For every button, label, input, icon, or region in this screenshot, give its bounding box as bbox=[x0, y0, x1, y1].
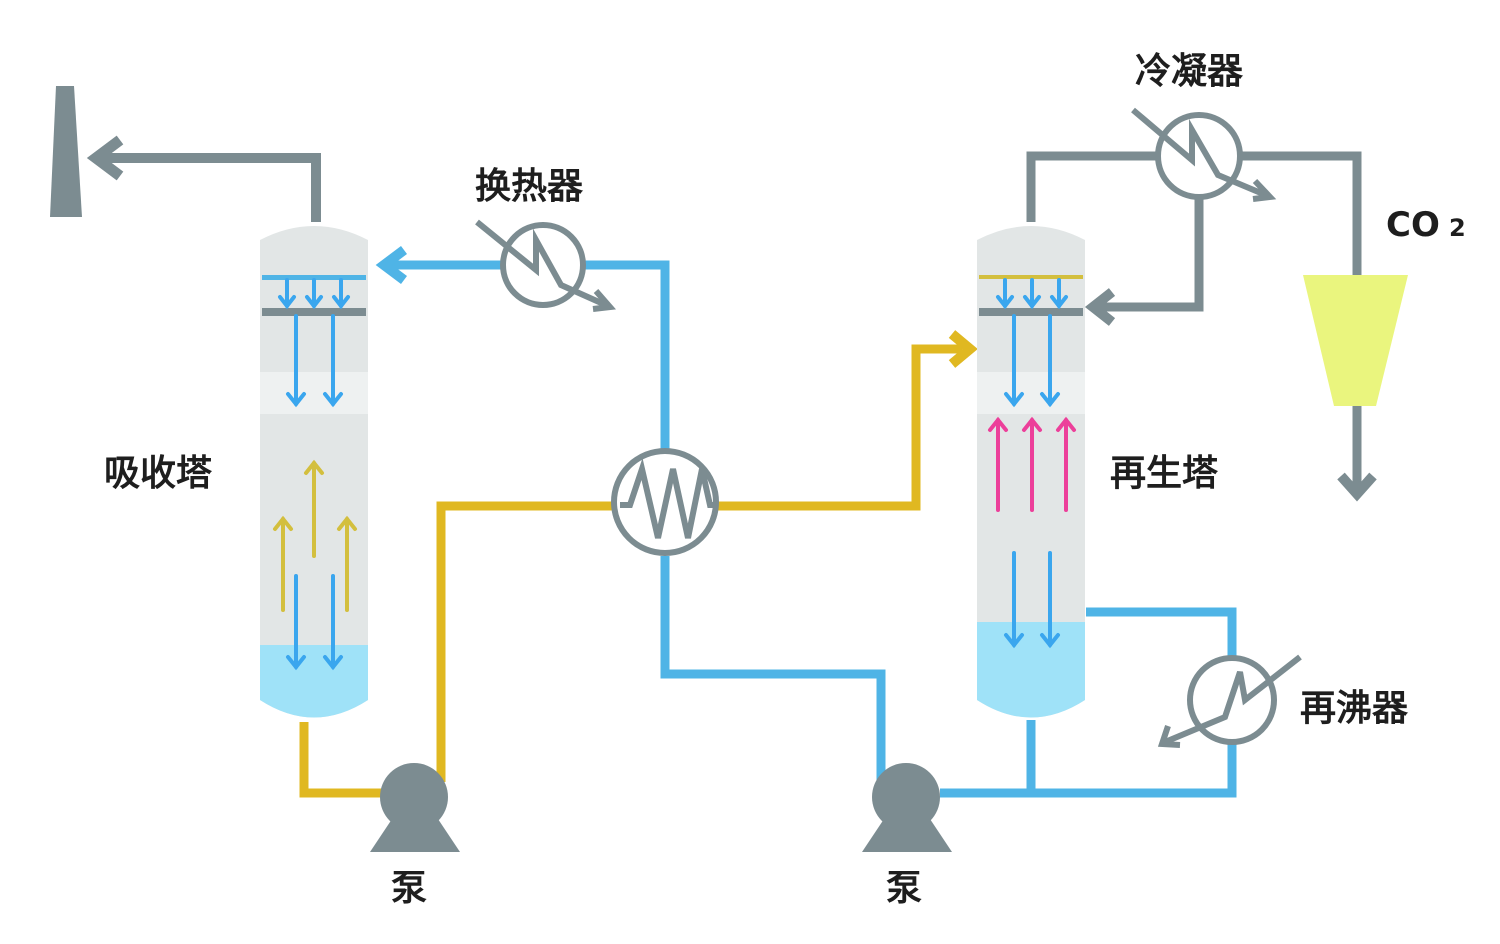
co2-product-pipe bbox=[1240, 151, 1362, 278]
rich-solvent-pipe-in bbox=[436, 501, 612, 782]
heat-exchanger bbox=[475, 219, 617, 312]
absorber-bottom-pipe bbox=[299, 722, 400, 798]
rich-solvent-arrow-head bbox=[948, 330, 978, 368]
lean-rich-heat-exchanger bbox=[611, 448, 719, 556]
pump-left bbox=[370, 763, 460, 852]
reflux-arrow-head bbox=[1084, 288, 1116, 326]
regenerator-steam-up-arrows bbox=[988, 416, 1076, 512]
co2-separator bbox=[1303, 275, 1408, 406]
reboiler-label: 再沸器 bbox=[1300, 688, 1409, 729]
condenser bbox=[1131, 107, 1277, 202]
lean-solvent-pipe-absorber bbox=[390, 260, 670, 452]
pump-left-label: 泵 bbox=[391, 868, 427, 909]
regenerator-distributor bbox=[979, 275, 1083, 279]
co2-label-subscript: 2 bbox=[1449, 214, 1466, 242]
rich-solvent-pipe-out bbox=[718, 344, 962, 511]
co2-label: CO bbox=[1386, 205, 1440, 245]
lean-solvent-arrow-head bbox=[375, 246, 407, 284]
vent-arrow-head bbox=[86, 135, 124, 181]
pump-right-label: 泵 bbox=[886, 868, 922, 909]
regenerator-tower bbox=[977, 226, 1085, 718]
lean-solvent-pipe-from-regenerator bbox=[660, 556, 886, 780]
reboiler bbox=[1157, 654, 1302, 748]
absorber-spray-arrows bbox=[278, 278, 350, 310]
reflux-pipe bbox=[1098, 196, 1204, 312]
pump-right bbox=[862, 763, 952, 852]
regenerator-label: 再生塔 bbox=[1110, 453, 1219, 494]
absorber-liquid-down-arrows bbox=[286, 314, 343, 671]
regenerator-overhead-pipe bbox=[1026, 151, 1158, 222]
smoke-stack bbox=[50, 86, 82, 217]
absorber-tray bbox=[262, 308, 366, 316]
absorber-distributor bbox=[262, 275, 366, 280]
absorber-label: 吸收塔 bbox=[104, 453, 213, 494]
co2-outlet-arrow-head bbox=[1337, 472, 1377, 502]
absorber-vent-pipe bbox=[100, 153, 321, 222]
heat-exchanger-label: 换热器 bbox=[475, 166, 584, 207]
absorber-tower bbox=[260, 226, 368, 718]
regenerator-spray-arrows bbox=[996, 278, 1068, 310]
regenerator-tray bbox=[979, 308, 1083, 316]
condenser-label: 冷凝器 bbox=[1135, 51, 1244, 92]
absorber-gas-up-arrows bbox=[273, 459, 357, 612]
regenerator-liquid-down-arrows bbox=[1004, 314, 1060, 649]
